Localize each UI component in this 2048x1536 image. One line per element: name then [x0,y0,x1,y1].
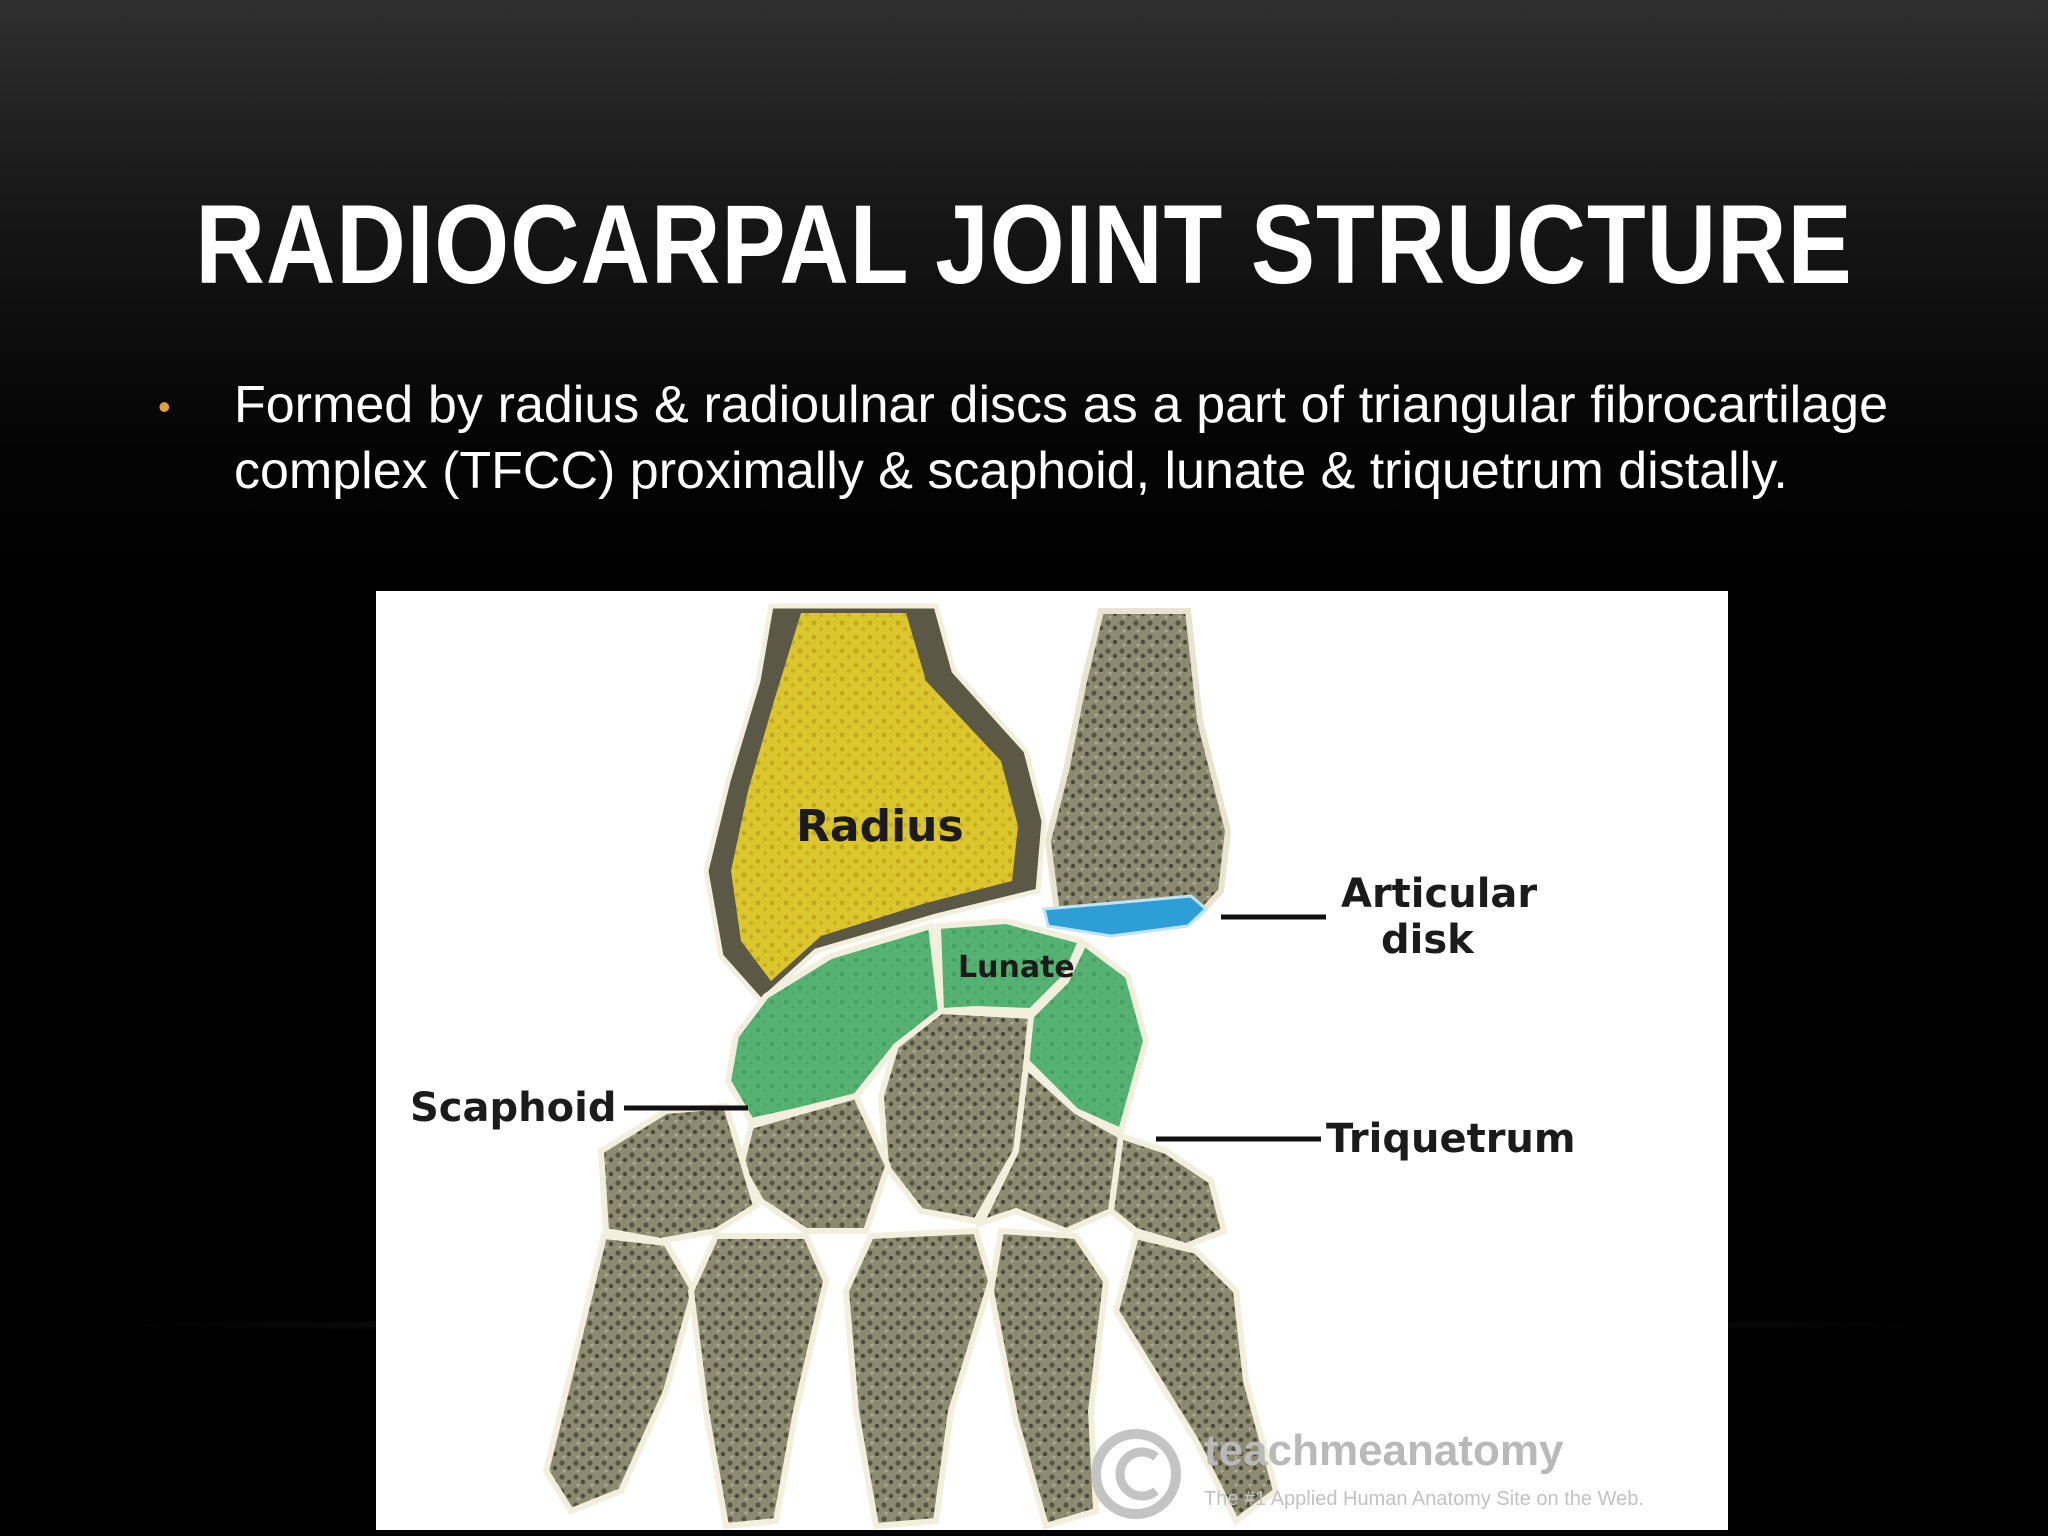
metacarpal-2 [687,1233,830,1530]
hamate-bone [975,1059,1125,1235]
slide-title: RADIOCARPAL JOINT STRUCTURE [195,182,1853,307]
label-lunate: Lunate [958,950,1075,985]
label-triquetrum: Triquetrum [1326,1116,1576,1162]
wrist-anatomy-illustration: Radius Lunate Articular disk Scaphoid Tr… [410,603,1644,1530]
bullet-icon: • [158,386,171,427]
label-articular-disk-line1: Articular [1341,871,1537,917]
wrist-anatomy-figure: Radius Lunate Articular disk Scaphoid Tr… [376,591,1728,1530]
trapezium-bone [597,1102,760,1245]
metacarpal-4 [987,1227,1110,1530]
bullet-text: Formed by radius & radioulnar discs as a… [234,376,1888,500]
articular-disk [1042,894,1209,938]
metacarpal-5 [1112,1232,1280,1526]
ulna-bone [1044,608,1232,930]
copyright-icon [1091,1429,1181,1519]
watermark-tagline: The #1 Applied Human Anatomy Site on the… [1204,1488,1644,1510]
label-radius: Radius [796,801,964,852]
pisiform-bone [1107,1132,1228,1250]
radius-bone [731,613,1018,981]
label-articular-disk-line2: disk [1381,917,1475,963]
label-scaphoid: Scaphoid [410,1085,616,1131]
metacarpal-1 [542,1232,698,1515]
metacarpal-3 [842,1227,995,1530]
watermark-brand: teachmeanatomy [1204,1426,1564,1475]
